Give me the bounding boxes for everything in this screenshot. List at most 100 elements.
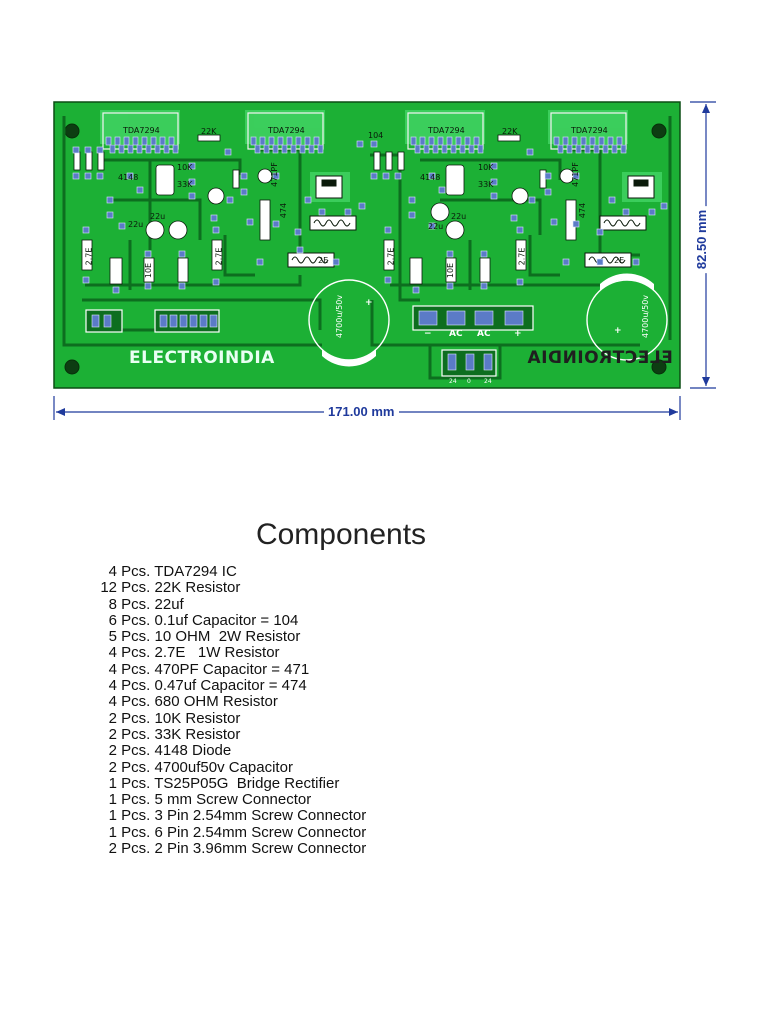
ic-pin-pad	[423, 144, 430, 154]
capacitor	[207, 187, 225, 205]
ic-pin-pad	[268, 136, 275, 146]
terminal-label: 24	[449, 378, 457, 385]
part-description: Pcs. 3 Pin 2.54mm Screw Connector	[121, 807, 367, 825]
via-pad	[510, 214, 518, 222]
via-pad	[294, 228, 302, 236]
via-pad	[72, 172, 80, 180]
filter-caps	[308, 273, 668, 367]
terminal-label: 0	[467, 378, 471, 385]
via-pad	[544, 172, 552, 180]
ic-pin-pad	[250, 136, 257, 146]
ic-label: TDA7294	[268, 126, 305, 135]
capacitor-label: 22u	[150, 212, 166, 221]
terminal-pad	[91, 314, 100, 328]
via-pad	[106, 211, 114, 219]
filter-cap-label: 4700u/50v	[641, 294, 651, 339]
parts-list-item: 12 Pcs. 22K Resistor	[95, 579, 366, 597]
power-minus-label: −	[424, 329, 432, 339]
via-pad	[272, 220, 280, 228]
part-quantity: 4	[108, 693, 117, 711]
resistor	[383, 239, 395, 271]
via-pad	[660, 202, 668, 210]
part-quantity: 4	[108, 644, 117, 662]
ic-pin-pad	[159, 136, 166, 146]
via-pad	[490, 192, 498, 200]
via-pad	[178, 250, 186, 258]
via-pad	[126, 172, 134, 180]
via-pad	[428, 222, 436, 230]
via-pad	[490, 178, 498, 186]
via-pad	[144, 250, 152, 258]
via-pad	[318, 208, 326, 216]
via-pad	[178, 282, 186, 290]
via-pad	[526, 148, 534, 156]
ic-pin-pad	[286, 136, 293, 146]
ic-pin-pad	[432, 144, 439, 154]
terminal-pad	[179, 314, 188, 328]
inductor	[309, 215, 357, 231]
terminal-pad	[474, 310, 494, 326]
via-pad	[246, 218, 254, 226]
ic-pin-pad	[281, 144, 288, 154]
parts-list-item: 6 Pcs. 0.1uf Capacitor = 104	[95, 612, 366, 629]
mounting-holes	[64, 123, 667, 375]
via-pad	[550, 218, 558, 226]
parts-list-item: 2 Pcs. 4148 Diode	[95, 742, 366, 759]
inductor	[599, 215, 647, 231]
ic-pin-pad	[410, 136, 417, 146]
capacitor-label: 474	[578, 202, 588, 219]
via-pad	[394, 172, 402, 180]
terminal-pad	[465, 353, 475, 371]
terminal-pad	[418, 310, 438, 326]
ic-pin-pad	[441, 144, 448, 154]
part-quantity: 8	[108, 595, 117, 613]
via-pad	[438, 186, 446, 194]
part-quantity: 1	[108, 774, 117, 792]
ic-pin-pad	[127, 144, 134, 154]
via-pad	[226, 196, 234, 204]
part-description: Pcs. 680 OHM Resistor	[121, 693, 278, 711]
via-pad	[572, 220, 580, 228]
resistor	[385, 151, 393, 171]
ic-pin-pad	[575, 144, 582, 154]
ic-pin-pad	[602, 144, 609, 154]
via-pad	[384, 276, 392, 284]
ic-pin-pad	[455, 136, 462, 146]
part-quantity: 12	[100, 579, 117, 597]
resistor	[97, 151, 105, 171]
via-pad	[240, 172, 248, 180]
capacitor-label: 471PF	[269, 162, 279, 187]
terminal-label: 24	[484, 378, 492, 385]
ic-pin-pad	[446, 136, 453, 146]
via-pad	[224, 148, 232, 156]
ic-pin-pad	[317, 144, 324, 154]
ic-pin-pad	[428, 136, 435, 146]
resistor	[109, 257, 123, 285]
via-pad	[490, 162, 498, 170]
filter-capacitor	[308, 279, 390, 361]
via-pad	[106, 196, 114, 204]
ic-pin-pad	[290, 144, 297, 154]
ic-pin-pad	[616, 136, 623, 146]
ic-pin-pad	[308, 144, 315, 154]
ic-pin-pad	[419, 136, 426, 146]
via-pad	[446, 282, 454, 290]
via-pad	[256, 258, 264, 266]
ic-pin-pad	[468, 144, 475, 154]
ic-pin-pad	[105, 136, 112, 146]
ic-label: TDA7294	[571, 126, 608, 135]
part-quantity: 1	[108, 791, 117, 809]
via-pads	[72, 140, 668, 294]
part-quantity: 4	[108, 660, 117, 678]
via-pad	[516, 278, 524, 286]
capacitor-label: 22u	[128, 220, 144, 229]
inductor-label: 2E	[614, 256, 625, 265]
terminal-pad	[103, 314, 112, 328]
filter-capacitor	[586, 279, 668, 361]
part-description: Pcs. 10K Resistor	[121, 709, 241, 727]
pcb-drawing	[53, 101, 716, 420]
ic-pin-pad	[571, 136, 578, 146]
resistor-label: 10E	[446, 262, 456, 279]
capacitor-label: 474	[279, 202, 289, 219]
